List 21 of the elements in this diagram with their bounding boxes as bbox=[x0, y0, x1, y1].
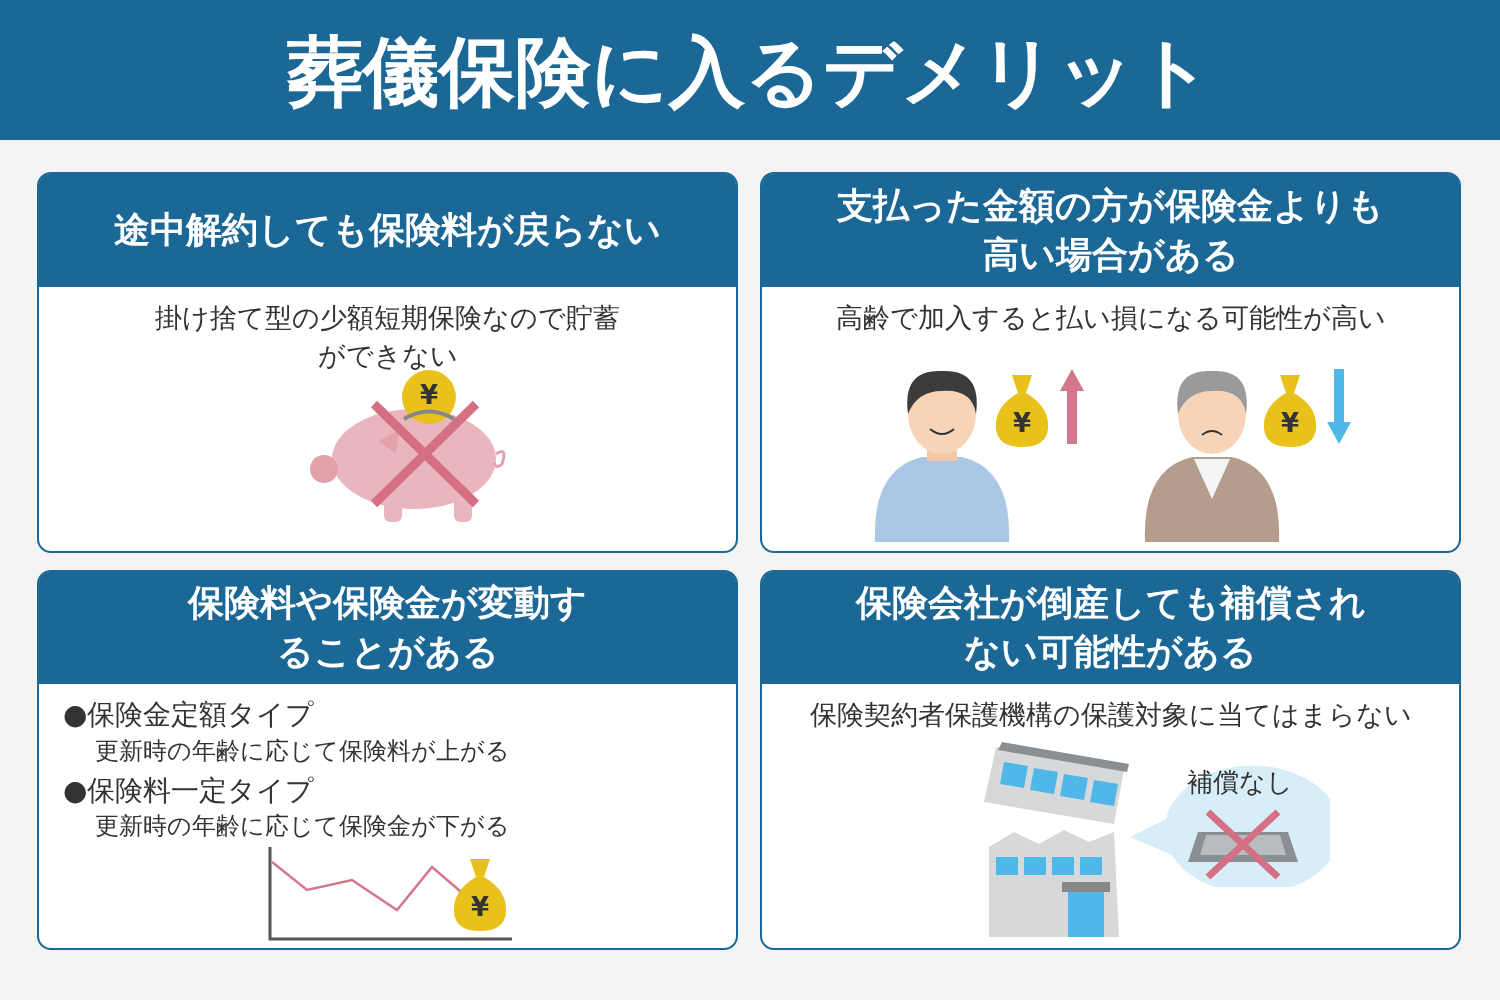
yen-sign: ¥ bbox=[469, 892, 491, 922]
bullet-item: ●保険金定額タイプ bbox=[63, 697, 315, 733]
card bbox=[37, 172, 738, 553]
bullet-item: ●保険料一定タイプ bbox=[63, 773, 315, 809]
card bbox=[37, 570, 738, 950]
description: 高齢で加入すると払い損になる可能性が高い bbox=[834, 301, 1387, 335]
yen-sign: ¥ bbox=[418, 380, 440, 410]
yen-sign: ¥ bbox=[1011, 408, 1033, 438]
description: 保険契約者保護機構の保護対象に当てはまらない bbox=[808, 698, 1413, 732]
card bbox=[760, 172, 1461, 553]
description: 更新時の年齢に応じて保険料が上がる bbox=[95, 736, 510, 767]
description: 更新時の年齢に応じて保険金が下がる bbox=[95, 811, 510, 842]
title: 葬儀保険に入るデメリット bbox=[286, 26, 1214, 118]
yen-sign: ¥ bbox=[1279, 408, 1301, 438]
card-heading: 途中解約しても保険料が戻らない bbox=[114, 208, 661, 253]
card-heading: 保険料や保険金が変動することがある bbox=[187, 581, 588, 674]
card-heading: 支払った金額の方が保険金よりも高い場合がある bbox=[836, 183, 1385, 277]
card bbox=[760, 570, 1461, 950]
description: 掛け捨て型の少額短期保険なので貯蓄ができない bbox=[154, 301, 621, 373]
bubble-text: 補償なし bbox=[1186, 766, 1294, 799]
card-heading: 保険会社が倒産しても補償されない可能性がある bbox=[854, 581, 1367, 674]
